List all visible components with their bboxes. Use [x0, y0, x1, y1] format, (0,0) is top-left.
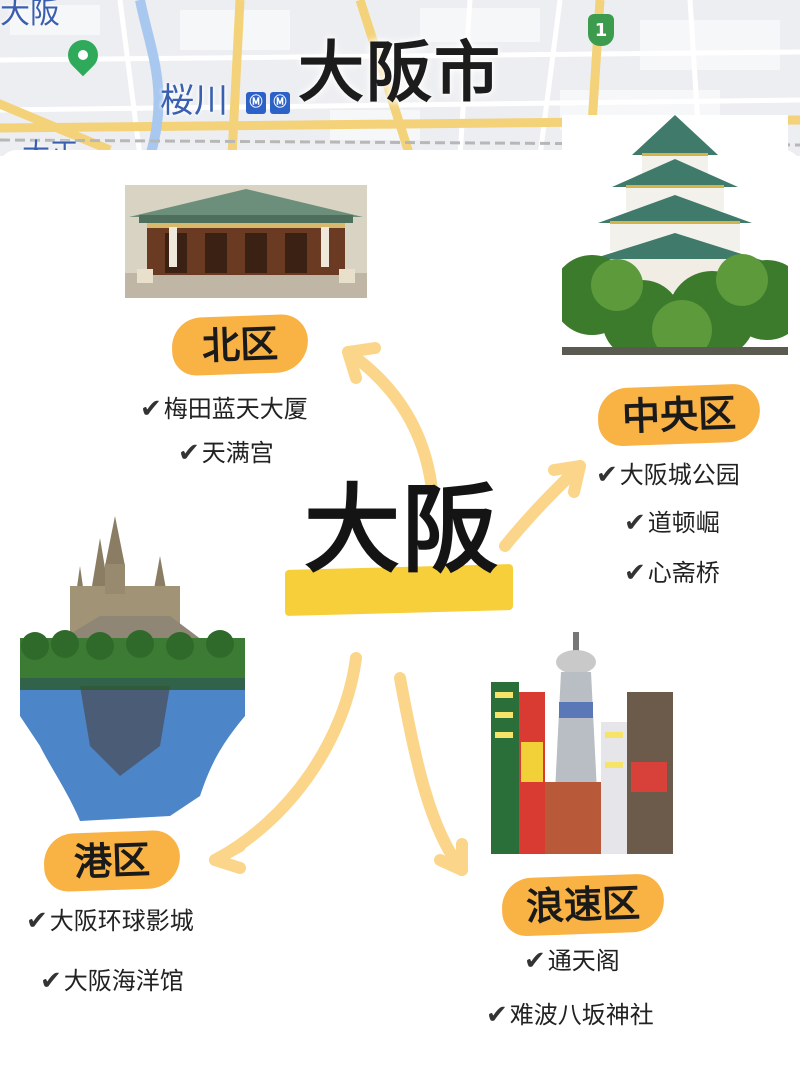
map-roads	[0, 0, 800, 156]
check-icon: ✔	[624, 558, 646, 588]
check-icon: ✔	[40, 966, 62, 996]
district-label-naniwa: 浪速区	[501, 873, 665, 937]
check-icon: ✔	[486, 1000, 508, 1030]
spot-shinsaibashi: ✔心斋桥	[624, 558, 720, 588]
check-icon: ✔	[26, 906, 48, 936]
universal-studios-castle-image	[20, 516, 245, 826]
route-marker: 1	[588, 14, 614, 46]
map-label-sakuragawa: 桜川	[160, 81, 228, 121]
arrow-to-naniwa	[394, 672, 468, 876]
spot-universal-studios-japan: ✔大阪环球影城	[26, 906, 194, 936]
map-header: 大阪 桜川 Ⓜ Ⓜ 大阪市 1 大正	[0, 0, 800, 156]
district-label-minato: 港区	[43, 829, 181, 893]
spot-tenmangu: ✔天满宫	[178, 438, 274, 468]
check-icon: ✔	[624, 508, 646, 538]
spot-tsutenkaku: ✔通天阁	[524, 946, 620, 976]
map-label-osaka: 大阪	[0, 0, 60, 31]
tsutenkaku-tower-image	[491, 632, 673, 854]
tenmangu-shrine-image	[125, 185, 367, 298]
osaka-castle-image	[562, 115, 788, 355]
district-label-kita: 北区	[171, 313, 309, 377]
check-icon: ✔	[524, 946, 546, 976]
check-icon: ✔	[178, 438, 200, 468]
arrow-to-kita	[342, 346, 438, 496]
check-icon: ✔	[140, 394, 162, 424]
metro-icon: Ⓜ	[270, 92, 290, 114]
spot-dotonbori: ✔道顿崛	[624, 508, 720, 538]
spot-umeda-sky-building: ✔梅田蓝天大厦	[140, 394, 308, 424]
arrow-to-chuo	[499, 460, 586, 552]
center-title: 大阪	[304, 474, 500, 586]
district-label-chuo: 中央区	[597, 383, 761, 447]
spot-namba-yasaka-shrine: ✔难波八坂神社	[486, 1000, 654, 1030]
spot-osaka-aquarium: ✔大阪海洋馆	[40, 966, 184, 996]
spot-osaka-castle-park: ✔大阪城公园	[596, 460, 740, 490]
map-title: 大阪市	[298, 34, 502, 111]
check-icon: ✔	[596, 460, 618, 490]
metro-icon: Ⓜ	[246, 92, 266, 114]
